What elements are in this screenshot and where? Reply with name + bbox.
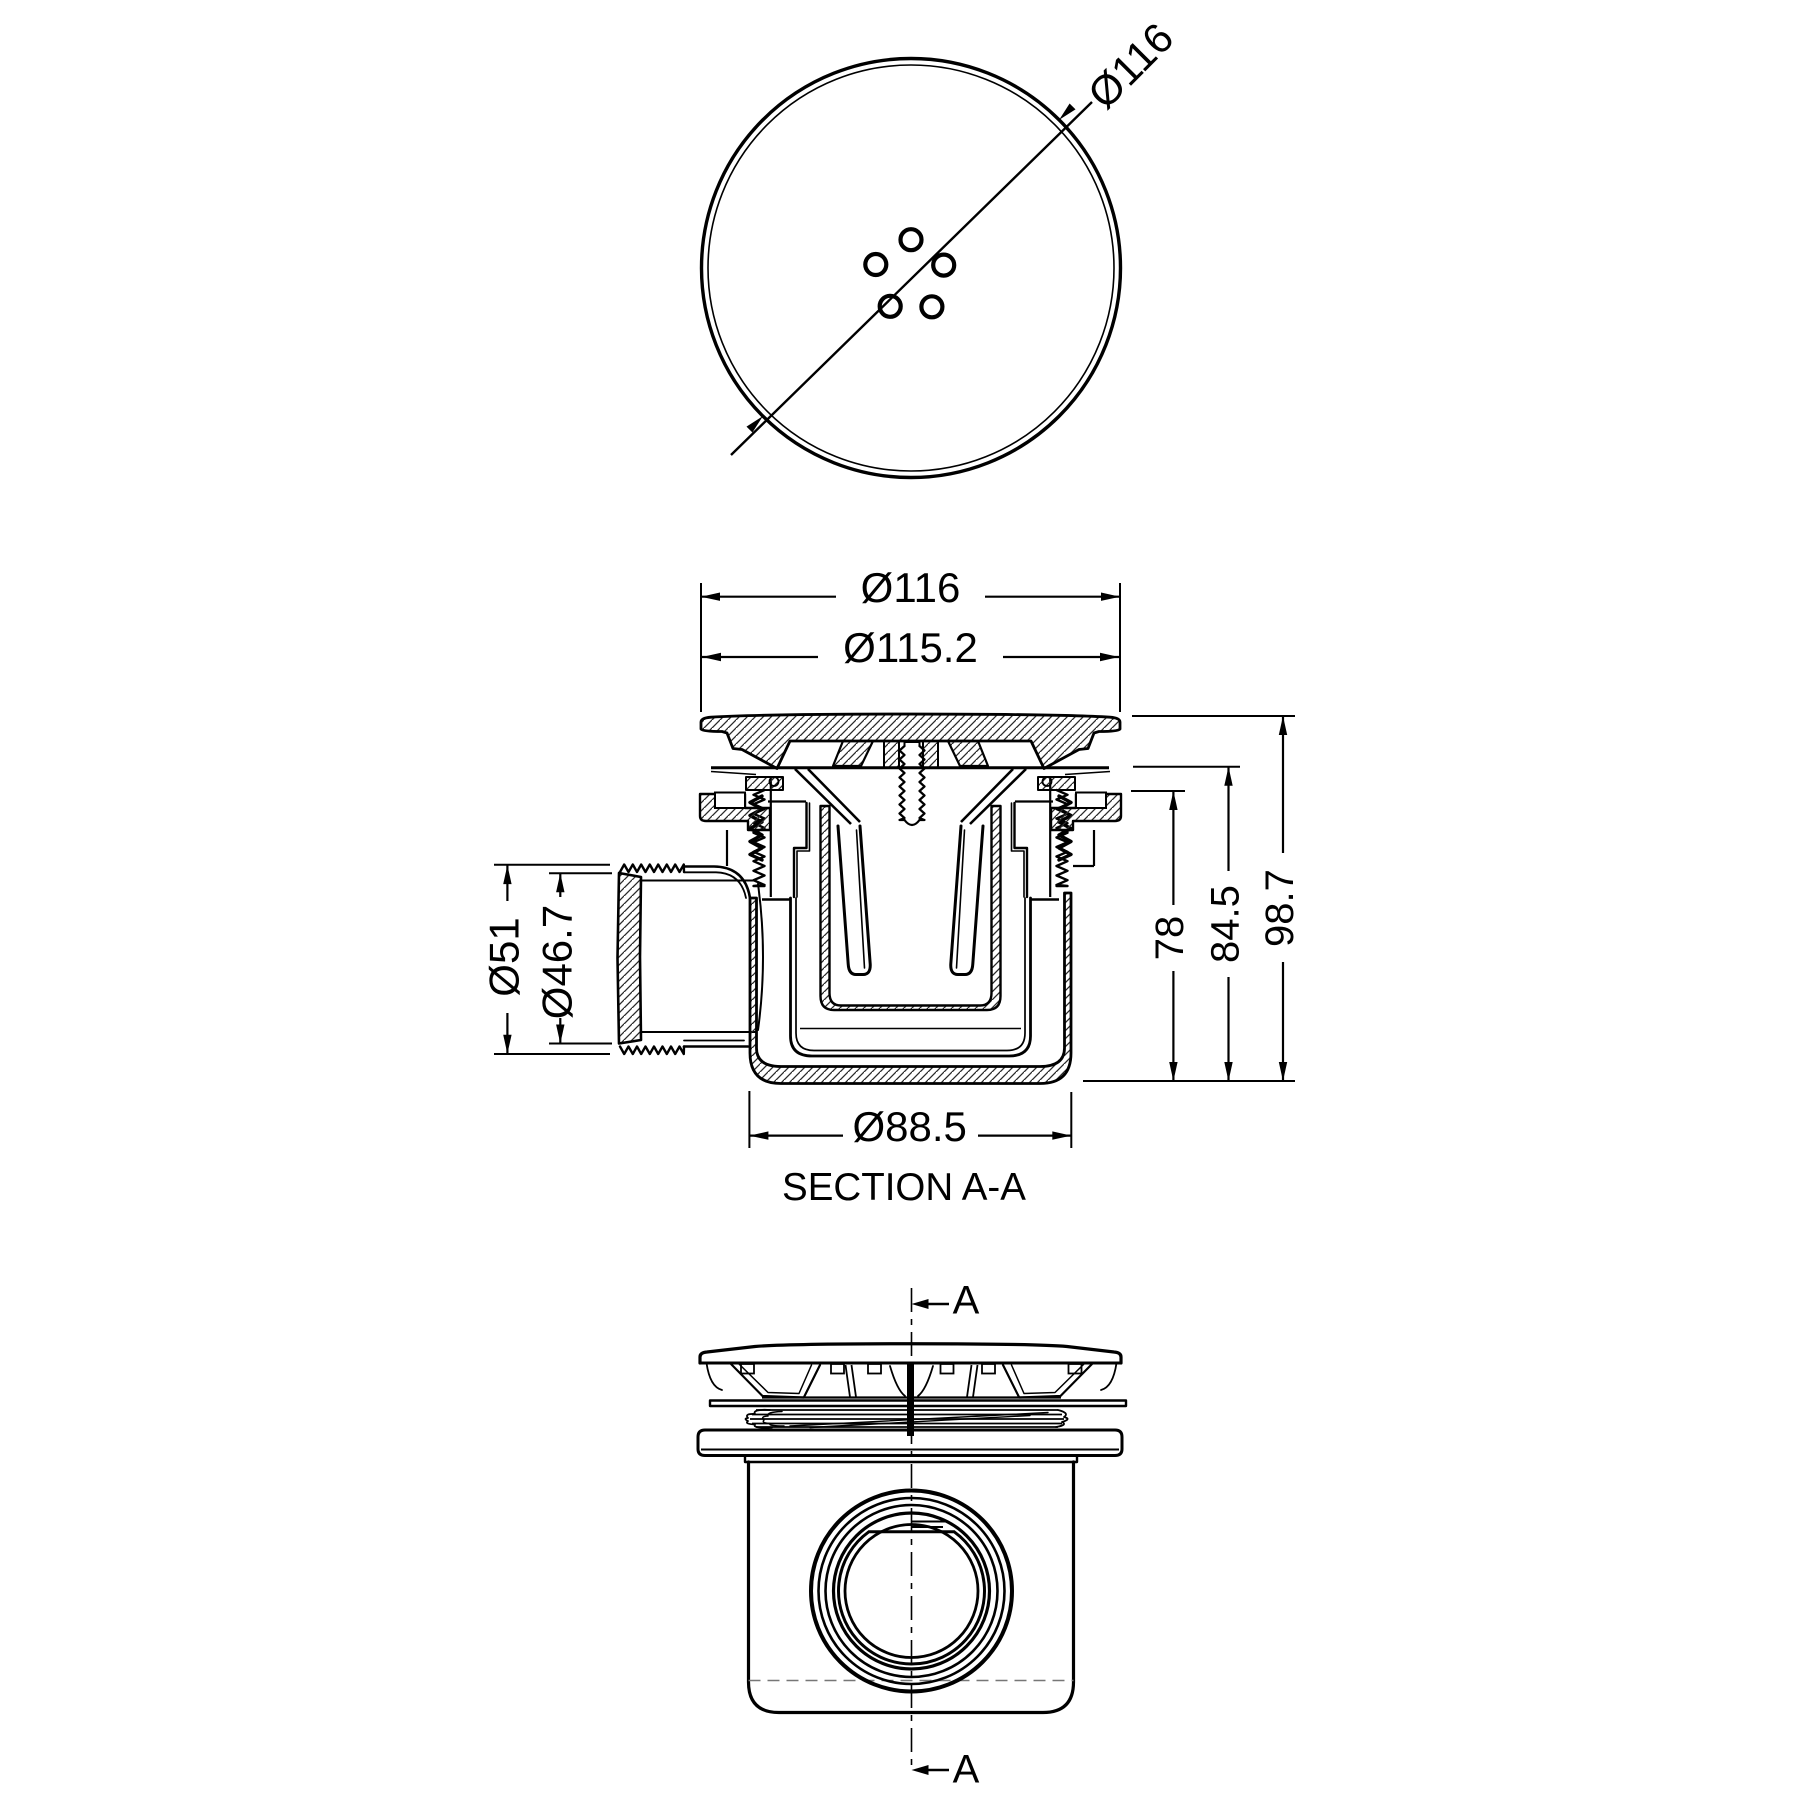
svg-text:Ø46.7: Ø46.7 xyxy=(533,905,580,1019)
svg-text:SECTION A-A: SECTION A-A xyxy=(782,1166,1026,1209)
svg-text:78: 78 xyxy=(1148,916,1192,961)
svg-text:98.7: 98.7 xyxy=(1258,869,1302,947)
svg-text:Ø115.2: Ø115.2 xyxy=(843,624,978,671)
svg-text:84.5: 84.5 xyxy=(1204,885,1248,963)
svg-text:Ø88.5: Ø88.5 xyxy=(852,1103,966,1150)
svg-text:A: A xyxy=(953,1748,980,1792)
svg-text:A: A xyxy=(953,1279,980,1323)
svg-text:Ø51: Ø51 xyxy=(480,917,527,996)
svg-text:Ø116: Ø116 xyxy=(861,564,961,611)
